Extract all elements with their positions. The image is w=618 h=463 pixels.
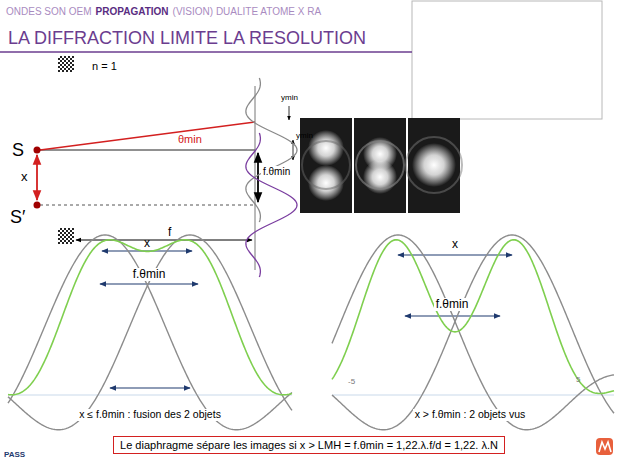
figure-label: PASS [4,451,25,460]
airy-curve [246,133,297,277]
optical-axis [40,150,255,151]
header-item: (VISION) DUALITE ATOME X RA [173,6,322,17]
figure-label: 5 [576,376,580,385]
single-spot-curve [8,235,292,430]
title-rule [0,51,412,53]
ymin-arrow [289,106,290,120]
airy-curve [246,78,297,222]
logo [596,438,613,455]
figure-label: x [21,170,28,184]
formula-text: Le diaphragme sépare les images si x > L… [120,439,498,451]
separation-arrow [36,155,38,200]
figure-label: θmin [178,133,202,145]
plot-axis [8,395,292,396]
sum-curve [332,240,614,394]
single-spot-curve [332,235,614,430]
figure-label: f.θmin [434,298,471,311]
header-item: PROPAGATION [96,6,169,17]
figure-label: ymin [281,94,298,103]
grid-icon [58,56,74,72]
figure-label: -5 [348,378,355,387]
sum-curve [8,240,292,395]
figure-label: n = 1 [92,60,117,72]
figure-label: x ≤ f.θmin : fusion des 2 objets [77,409,223,421]
formula-box: Le diaphragme sépare les images si x > L… [113,436,505,454]
slide-title: LA DIFFRACTION LIMITE LA RESOLUTION [8,29,366,49]
empty-frame [412,1,602,119]
figure-label: ymin [296,132,313,141]
single-spot-curve [332,235,614,430]
figure-label: S [12,141,24,161]
figure-label: f.θmin [261,166,292,177]
figure-label: S′ [10,208,25,228]
source-point [34,147,41,154]
header-item: ONDES SON OEM [6,6,92,17]
grid-icon [58,228,74,244]
figure-label: f.θmin [131,268,168,281]
focal-arrow [76,240,252,241]
figure-label: x > f.θmin : 2 objets vus [413,409,528,421]
ray-line [40,122,255,150]
figure-label: f [168,226,171,239]
x-arrow [398,254,512,255]
source-point [34,202,41,209]
axis-dotted [40,205,255,206]
image-separation-arrow [257,153,259,202]
airy-images [300,118,462,213]
width-arrow [110,387,190,388]
figure-label: x [144,237,150,250]
single-spot-curve [8,235,292,430]
plot-axis [332,395,614,396]
figure-label: x [450,238,460,251]
